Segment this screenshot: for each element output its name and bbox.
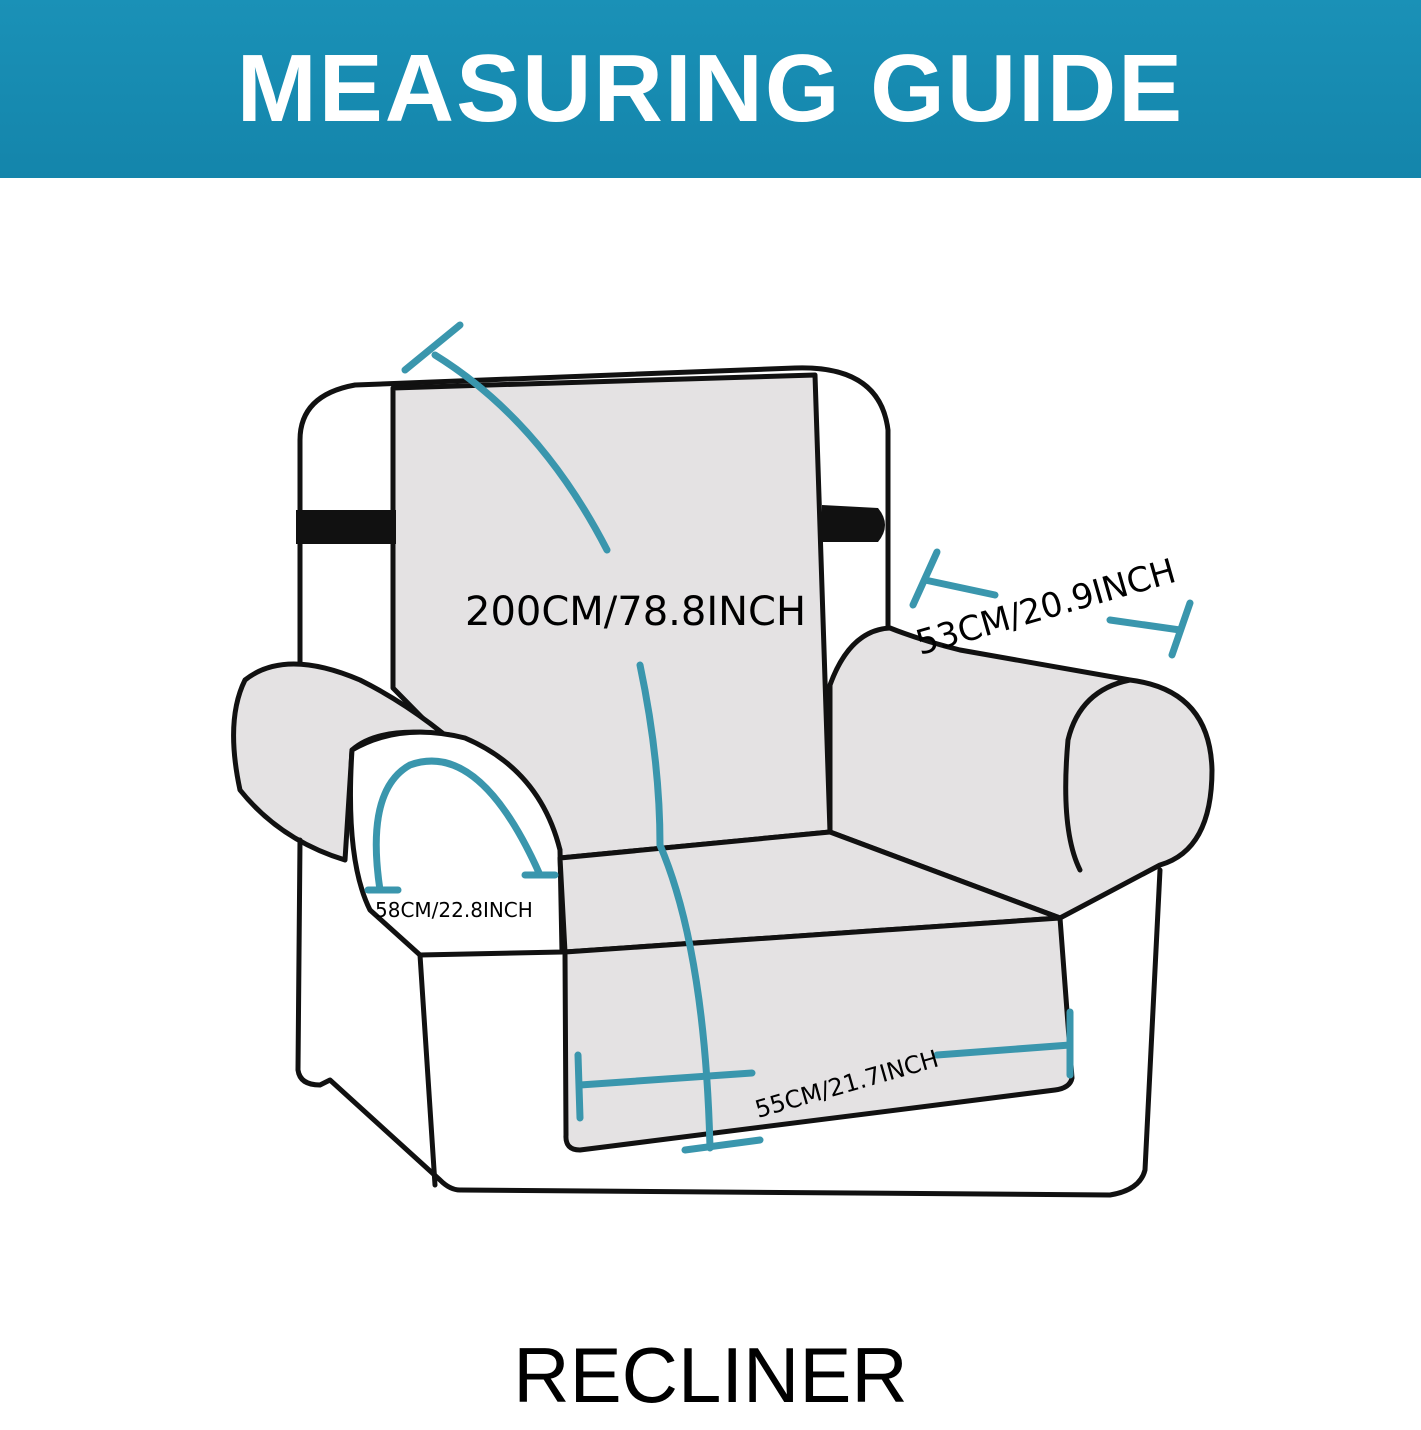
back-height-cap-top bbox=[401, 321, 464, 374]
left-strap bbox=[296, 510, 396, 544]
seat-width-line-left bbox=[576, 1069, 756, 1089]
arm-depth-line-left bbox=[921, 576, 999, 599]
back-height-line-top bbox=[431, 351, 611, 554]
left-arm-front bbox=[347, 729, 565, 958]
back-height-cap-bottom bbox=[681, 1136, 764, 1154]
arm-curve-line bbox=[372, 757, 544, 894]
right-strap bbox=[822, 505, 885, 542]
back-height-label: 200CM/78.8INCH bbox=[465, 589, 806, 635]
seat-width-line-right bbox=[933, 1041, 1074, 1059]
arm-depth-label: 53CM/20.9INCH bbox=[911, 551, 1180, 663]
arm-depth-cap-left bbox=[909, 548, 941, 609]
product-type-caption: RECLINER bbox=[513, 1331, 908, 1419]
recliner-diagram: 200CM/78.8INCH 53CM/20.9INCH 58CM/22.8IN… bbox=[231, 321, 1215, 1198]
seat-width-cap-left bbox=[574, 1051, 584, 1122]
arm-curve-label: 58CM/22.8INCH bbox=[375, 898, 533, 922]
arm-depth-cap-right bbox=[1168, 599, 1194, 659]
back-height-line-bottom bbox=[636, 661, 714, 1152]
page-title: MEASURING GUIDE bbox=[236, 35, 1185, 142]
chair-bottom-inner bbox=[417, 952, 438, 1188]
right-arm bbox=[827, 625, 1215, 921]
header-banner: MEASURING GUIDE bbox=[0, 0, 1421, 178]
chair-back-frame bbox=[297, 365, 891, 673]
right-arm-roll bbox=[1063, 677, 1133, 873]
seat-front bbox=[562, 915, 1075, 1153]
chair-body bbox=[295, 837, 1163, 1198]
arm-depth-line-right bbox=[1106, 616, 1184, 634]
